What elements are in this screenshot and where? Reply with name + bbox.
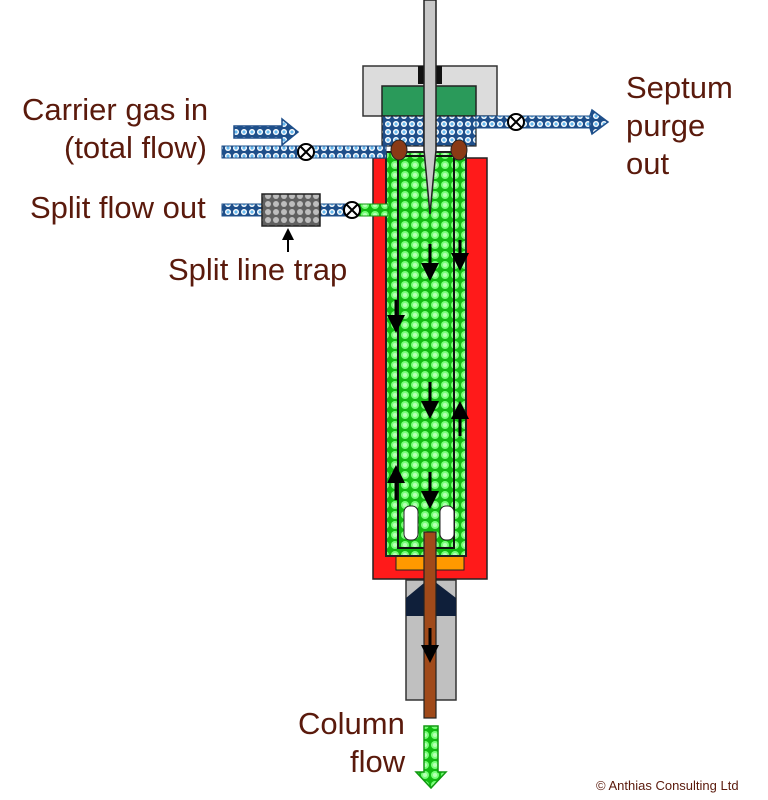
split-line-trap xyxy=(261,193,321,227)
septum-purge-label-line2: purge xyxy=(626,108,706,143)
septum-purge-arrow-icon xyxy=(589,108,610,136)
copyright-notice: © Anthias Consulting Ltd xyxy=(596,778,739,793)
septum-purge-valve-icon xyxy=(507,113,525,131)
glass-liner xyxy=(397,155,455,549)
flow-direction-arrows xyxy=(387,240,469,663)
septum-purge-line xyxy=(475,115,593,129)
septum-purge-label-line3: out xyxy=(626,146,670,181)
carrier-gas-label-line1: Carrier gas in xyxy=(22,92,209,127)
split-flow-valve-icon xyxy=(343,201,361,219)
split-flow-connector xyxy=(357,203,389,217)
carrier-gas-arrow-icon xyxy=(233,117,300,147)
column-flow-label-line1: Column xyxy=(298,706,405,741)
split-flow-out-label: Split flow out xyxy=(30,190,206,225)
column-flow-label-line2: flow xyxy=(350,744,406,779)
split-line-trap-label: Split line trap xyxy=(168,252,348,287)
syringe-needle xyxy=(423,0,437,215)
carrier-gas-label-line2: (total flow) xyxy=(64,130,207,165)
septum-purge-label-line1: Septum xyxy=(626,70,733,105)
carrier-gas-valve-icon xyxy=(297,143,315,161)
gc-column xyxy=(423,531,437,719)
column-flow-arrow-icon xyxy=(414,725,448,790)
